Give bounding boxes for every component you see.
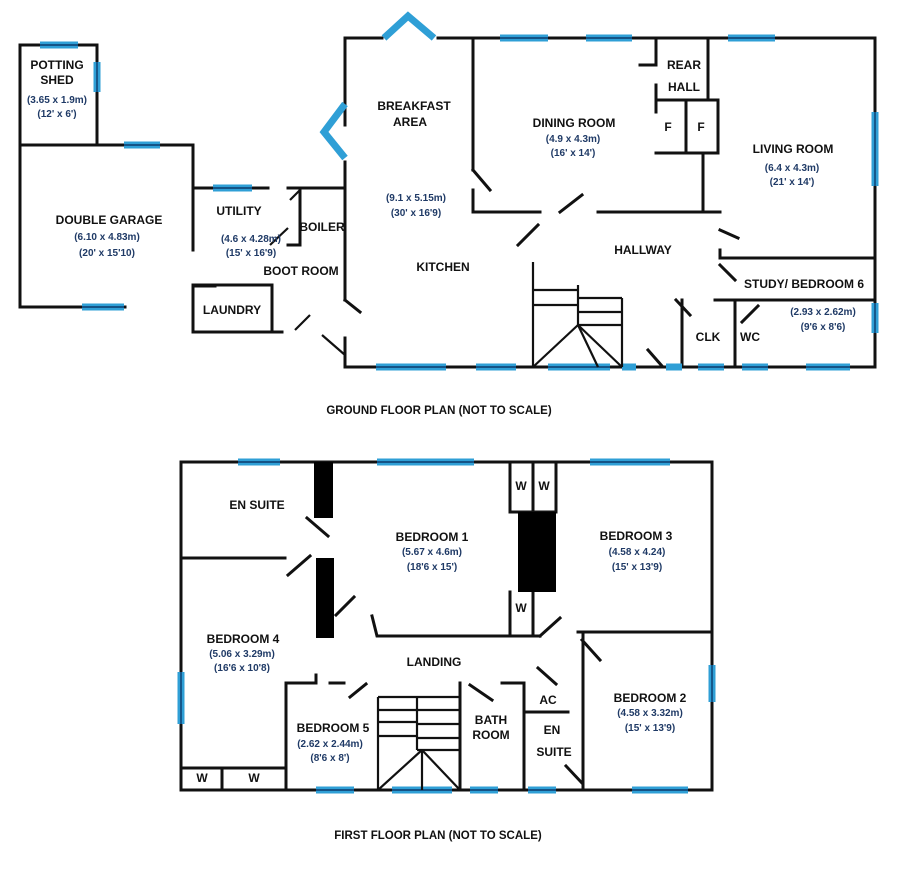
- living-room-title: LIVING ROOM: [753, 142, 834, 156]
- bedroom-2-metric: (4.58 x 3.32m): [617, 708, 683, 719]
- utility-metric: (4.6 x 4.28m): [221, 234, 281, 245]
- bedroom-5-title: BEDROOM 5: [297, 721, 370, 735]
- en-suite-2-title-line2: SUITE: [536, 745, 571, 759]
- breakfast-area-title-line1: BREAKFAST: [377, 99, 451, 113]
- bedroom-5-metric: (2.62 x 2.44m): [297, 739, 363, 750]
- first-floor-caption: FIRST FLOOR PLAN (NOT TO SCALE): [334, 830, 542, 842]
- hallway-title: HALLWAY: [614, 243, 672, 257]
- cloakroom-title: CLK: [696, 330, 721, 344]
- potting-shed-imperial: (12' x 6'): [37, 109, 76, 120]
- potting-shed-title-line1: POTTING: [30, 58, 83, 72]
- laundry-title: LAUNDRY: [203, 303, 261, 317]
- study-metric: (2.93 x 2.62m): [790, 307, 856, 318]
- potting-shed-metric: (3.65 x 1.9m): [27, 95, 87, 106]
- airing-cupboard-title: AC: [539, 693, 557, 707]
- kitchen-metric: (9.1 x 5.15m): [386, 193, 446, 204]
- bedroom-2-imperial: (15' x 13'9): [625, 723, 675, 734]
- living-room-imperial: (21' x 14'): [770, 177, 815, 188]
- cupboard-label: F: [697, 120, 704, 134]
- double-garage-metric: (6.10 x 4.83m): [74, 232, 140, 243]
- bedroom-5-imperial: (8'6 x 8'): [310, 753, 349, 764]
- cupboard-label: F: [664, 120, 671, 134]
- study-title: STUDY/ BEDROOM 6: [744, 277, 864, 291]
- ground-staircase: [531, 262, 624, 368]
- bathroom-title-line1: BATH: [475, 713, 507, 727]
- potting-shed-title-line2: SHED: [40, 73, 74, 87]
- dining-room-imperial: (16' x 14'): [551, 148, 596, 159]
- utility-imperial: (15' x 16'9): [226, 248, 276, 259]
- wardrobe-label: W: [515, 601, 527, 615]
- living-room-metric: (6.4 x 4.3m): [765, 163, 819, 174]
- wardrobe-label: W: [196, 771, 208, 785]
- bedroom-4-imperial: (16'6 x 10'8): [214, 663, 270, 674]
- breakfast-area-title-line2: AREA: [393, 115, 427, 129]
- bedroom-1-imperial: (18'6 x 15'): [407, 562, 457, 573]
- first-floor-staircase: [376, 695, 461, 791]
- bedroom-4-title: BEDROOM 4: [207, 632, 280, 646]
- first-floor-labels: EN SUITE BEDROOM 1 (5.67 x 4.6m) (18'6 x…: [196, 479, 686, 842]
- wc-title: WC: [740, 330, 760, 344]
- kitchen-title: KITCHEN: [416, 260, 469, 274]
- kitchen-imperial: (30' x 16'9): [391, 208, 441, 219]
- rear-hall-title-line1: REAR: [667, 58, 701, 72]
- ground-floor-caption: GROUND FLOOR PLAN (NOT TO SCALE): [326, 405, 551, 417]
- ground-floor-walls: [18, 36, 877, 369]
- wardrobe-label: W: [515, 479, 527, 493]
- bedroom-3-title: BEDROOM 3: [600, 529, 673, 543]
- bedroom-4-metric: (5.06 x 3.29m): [209, 649, 275, 660]
- ground-windows: [40, 11, 879, 371]
- wardrobe-label: W: [248, 771, 260, 785]
- dining-room-metric: (4.9 x 4.3m): [546, 134, 600, 145]
- first-floor-walls: [179, 460, 714, 792]
- ground-labels: POTTING SHED (3.65 x 1.9m) (12' x 6') DO…: [27, 58, 864, 417]
- landing-title: LANDING: [407, 655, 462, 669]
- bedroom-1-title: BEDROOM 1: [396, 530, 469, 544]
- study-imperial: (9'6 x 8'6): [801, 322, 846, 333]
- first-floor-windows: [177, 458, 716, 794]
- boot-room-title: BOOT ROOM: [263, 264, 338, 278]
- bathroom-title-line2: ROOM: [472, 728, 509, 742]
- boiler-title: BOILER: [299, 220, 345, 234]
- double-garage-imperial: (20' x 15'10): [79, 248, 135, 259]
- utility-title: UTILITY: [216, 204, 261, 218]
- en-suite-1-title: EN SUITE: [229, 498, 284, 512]
- dining-room-title: DINING ROOM: [533, 116, 616, 130]
- en-suite-2-title-line1: EN: [544, 723, 561, 737]
- bedroom-3-imperial: (15' x 13'9): [612, 562, 662, 573]
- double-garage-title: DOUBLE GARAGE: [56, 213, 163, 227]
- wardrobe-label: W: [538, 479, 550, 493]
- bedroom-1-metric: (5.67 x 4.6m): [402, 547, 462, 558]
- bedroom-3-metric: (4.58 x 4.24): [609, 547, 666, 558]
- first-floor-chimneys: [314, 462, 556, 638]
- rear-hall-title-line2: HALL: [668, 80, 700, 94]
- bedroom-2-title: BEDROOM 2: [614, 691, 687, 705]
